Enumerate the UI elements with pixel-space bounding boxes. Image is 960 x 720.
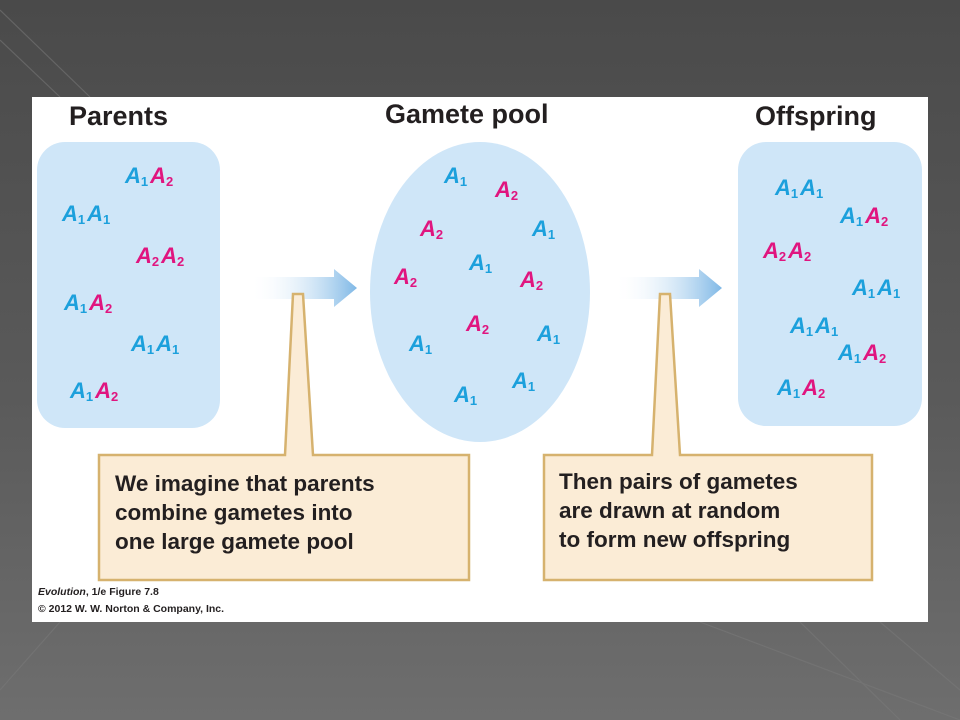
allele-a2: A2	[495, 177, 519, 203]
allele-a1: A1	[838, 340, 862, 366]
allele-a2: A2	[802, 375, 826, 401]
allele-a1: A1	[131, 331, 155, 357]
parents-title: Parents	[69, 101, 169, 131]
allele-a2: A2	[95, 378, 119, 404]
gamete: A1	[469, 250, 493, 276]
allele-a2: A2	[89, 290, 113, 316]
gamete: A1	[532, 216, 556, 242]
allele-a1: A1	[512, 368, 536, 394]
allele-a2: A2	[161, 243, 185, 269]
gamete: A2	[394, 264, 418, 290]
gamete-pool-title: Gamete pool	[385, 99, 549, 129]
allele-a1: A1	[444, 163, 468, 189]
allele-a1: A1	[64, 290, 88, 316]
allele-a1: A1	[852, 275, 876, 301]
genotype: A2A2	[763, 238, 812, 264]
allele-a1: A1	[777, 375, 801, 401]
allele-a1: A1	[532, 216, 556, 242]
allele-a2: A2	[788, 238, 812, 264]
genotype: A1A2	[777, 375, 826, 401]
allele-a2: A2	[865, 203, 889, 229]
gamete: A1	[537, 321, 561, 347]
gamete: A1	[444, 163, 468, 189]
callout-left-shape	[97, 292, 471, 582]
allele-a2: A2	[136, 243, 160, 269]
allele-a2: A2	[863, 340, 887, 366]
allele-a1: A1	[877, 275, 901, 301]
offspring-box	[738, 142, 922, 426]
genotype: A1A1	[62, 201, 111, 227]
callout-left-line: We imagine that parents	[115, 471, 375, 496]
callout-right-line: are drawn at random	[559, 498, 781, 523]
allele-a1: A1	[156, 331, 180, 357]
genotype: A1A2	[838, 340, 887, 366]
allele-a1: A1	[469, 250, 493, 276]
callout-right-shape	[542, 292, 874, 582]
arrow-parents-to-pool	[250, 269, 357, 307]
genotype: A1A1	[852, 275, 901, 301]
allele-a1: A1	[790, 313, 814, 339]
allele-a2: A2	[150, 163, 174, 189]
callout-right-line: Then pairs of gametes	[559, 469, 798, 494]
genotype: A1A2	[840, 203, 889, 229]
gamete: A2	[520, 267, 544, 293]
callout-right-text: Then pairs of gametes are drawn at rando…	[559, 467, 798, 554]
gamete: A1	[512, 368, 536, 394]
callout-left-text: We imagine that parents combine gametes …	[115, 469, 375, 556]
allele-a1: A1	[125, 163, 149, 189]
edition-figure: , 1/e Figure 7.8	[85, 586, 159, 598]
gamete-pool-ellipse	[370, 142, 590, 442]
allele-a2: A2	[420, 216, 444, 242]
arrow-pool-to-offspring	[614, 269, 722, 307]
genotype: A1A1	[790, 313, 839, 339]
book-title: Evolution	[38, 586, 86, 598]
allele-a1: A1	[62, 201, 86, 227]
allele-a1: A1	[70, 378, 94, 404]
callout-left-line: combine gametes into	[115, 500, 353, 525]
genotype: A1A2	[64, 290, 113, 316]
gamete: A1	[409, 331, 433, 357]
gamete: A1	[454, 382, 478, 408]
allele-a1: A1	[800, 175, 824, 201]
allele-a1: A1	[87, 201, 111, 227]
allele-a1: A1	[840, 203, 864, 229]
genotype: A2A2	[136, 243, 185, 269]
allele-a2: A2	[763, 238, 787, 264]
offspring-title: Offspring	[755, 101, 877, 131]
parents-box	[37, 142, 220, 428]
genotype: A1A2	[70, 378, 119, 404]
allele-a2: A2	[520, 267, 544, 293]
callout-left-line: one large gamete pool	[115, 529, 354, 554]
copyright-line: © 2012 W. W. Norton & Company, Inc.	[38, 603, 225, 615]
arrows-and-callouts	[97, 269, 874, 582]
genotype: A1A1	[131, 331, 180, 357]
gamete: A2	[495, 177, 519, 203]
gamete: A2	[420, 216, 444, 242]
genotype: A1A2	[125, 163, 174, 189]
allele-a1: A1	[409, 331, 433, 357]
allele-a2: A2	[466, 311, 490, 337]
allele-a1: A1	[775, 175, 799, 201]
genotype: A1A1	[775, 175, 824, 201]
allele-a2: A2	[394, 264, 418, 290]
allele-a1: A1	[537, 321, 561, 347]
callout-right-line: to form new offspring	[559, 527, 791, 552]
figure-credit: Evolution, 1/e Figure 7.8	[38, 586, 159, 598]
allele-a1: A1	[815, 313, 839, 339]
gamete: A2	[466, 311, 490, 337]
allele-a1: A1	[454, 382, 478, 408]
